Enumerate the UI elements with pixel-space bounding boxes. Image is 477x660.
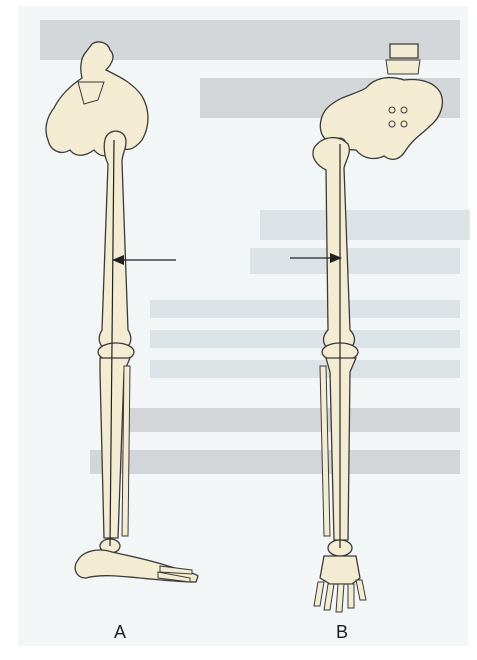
foot-b bbox=[320, 556, 360, 584]
lumbar-b-2 bbox=[386, 60, 420, 74]
lumbar-b bbox=[390, 44, 418, 58]
fibula-a bbox=[122, 366, 130, 536]
panel-label-a: A bbox=[114, 622, 126, 643]
panel-label-b: B bbox=[336, 622, 348, 643]
